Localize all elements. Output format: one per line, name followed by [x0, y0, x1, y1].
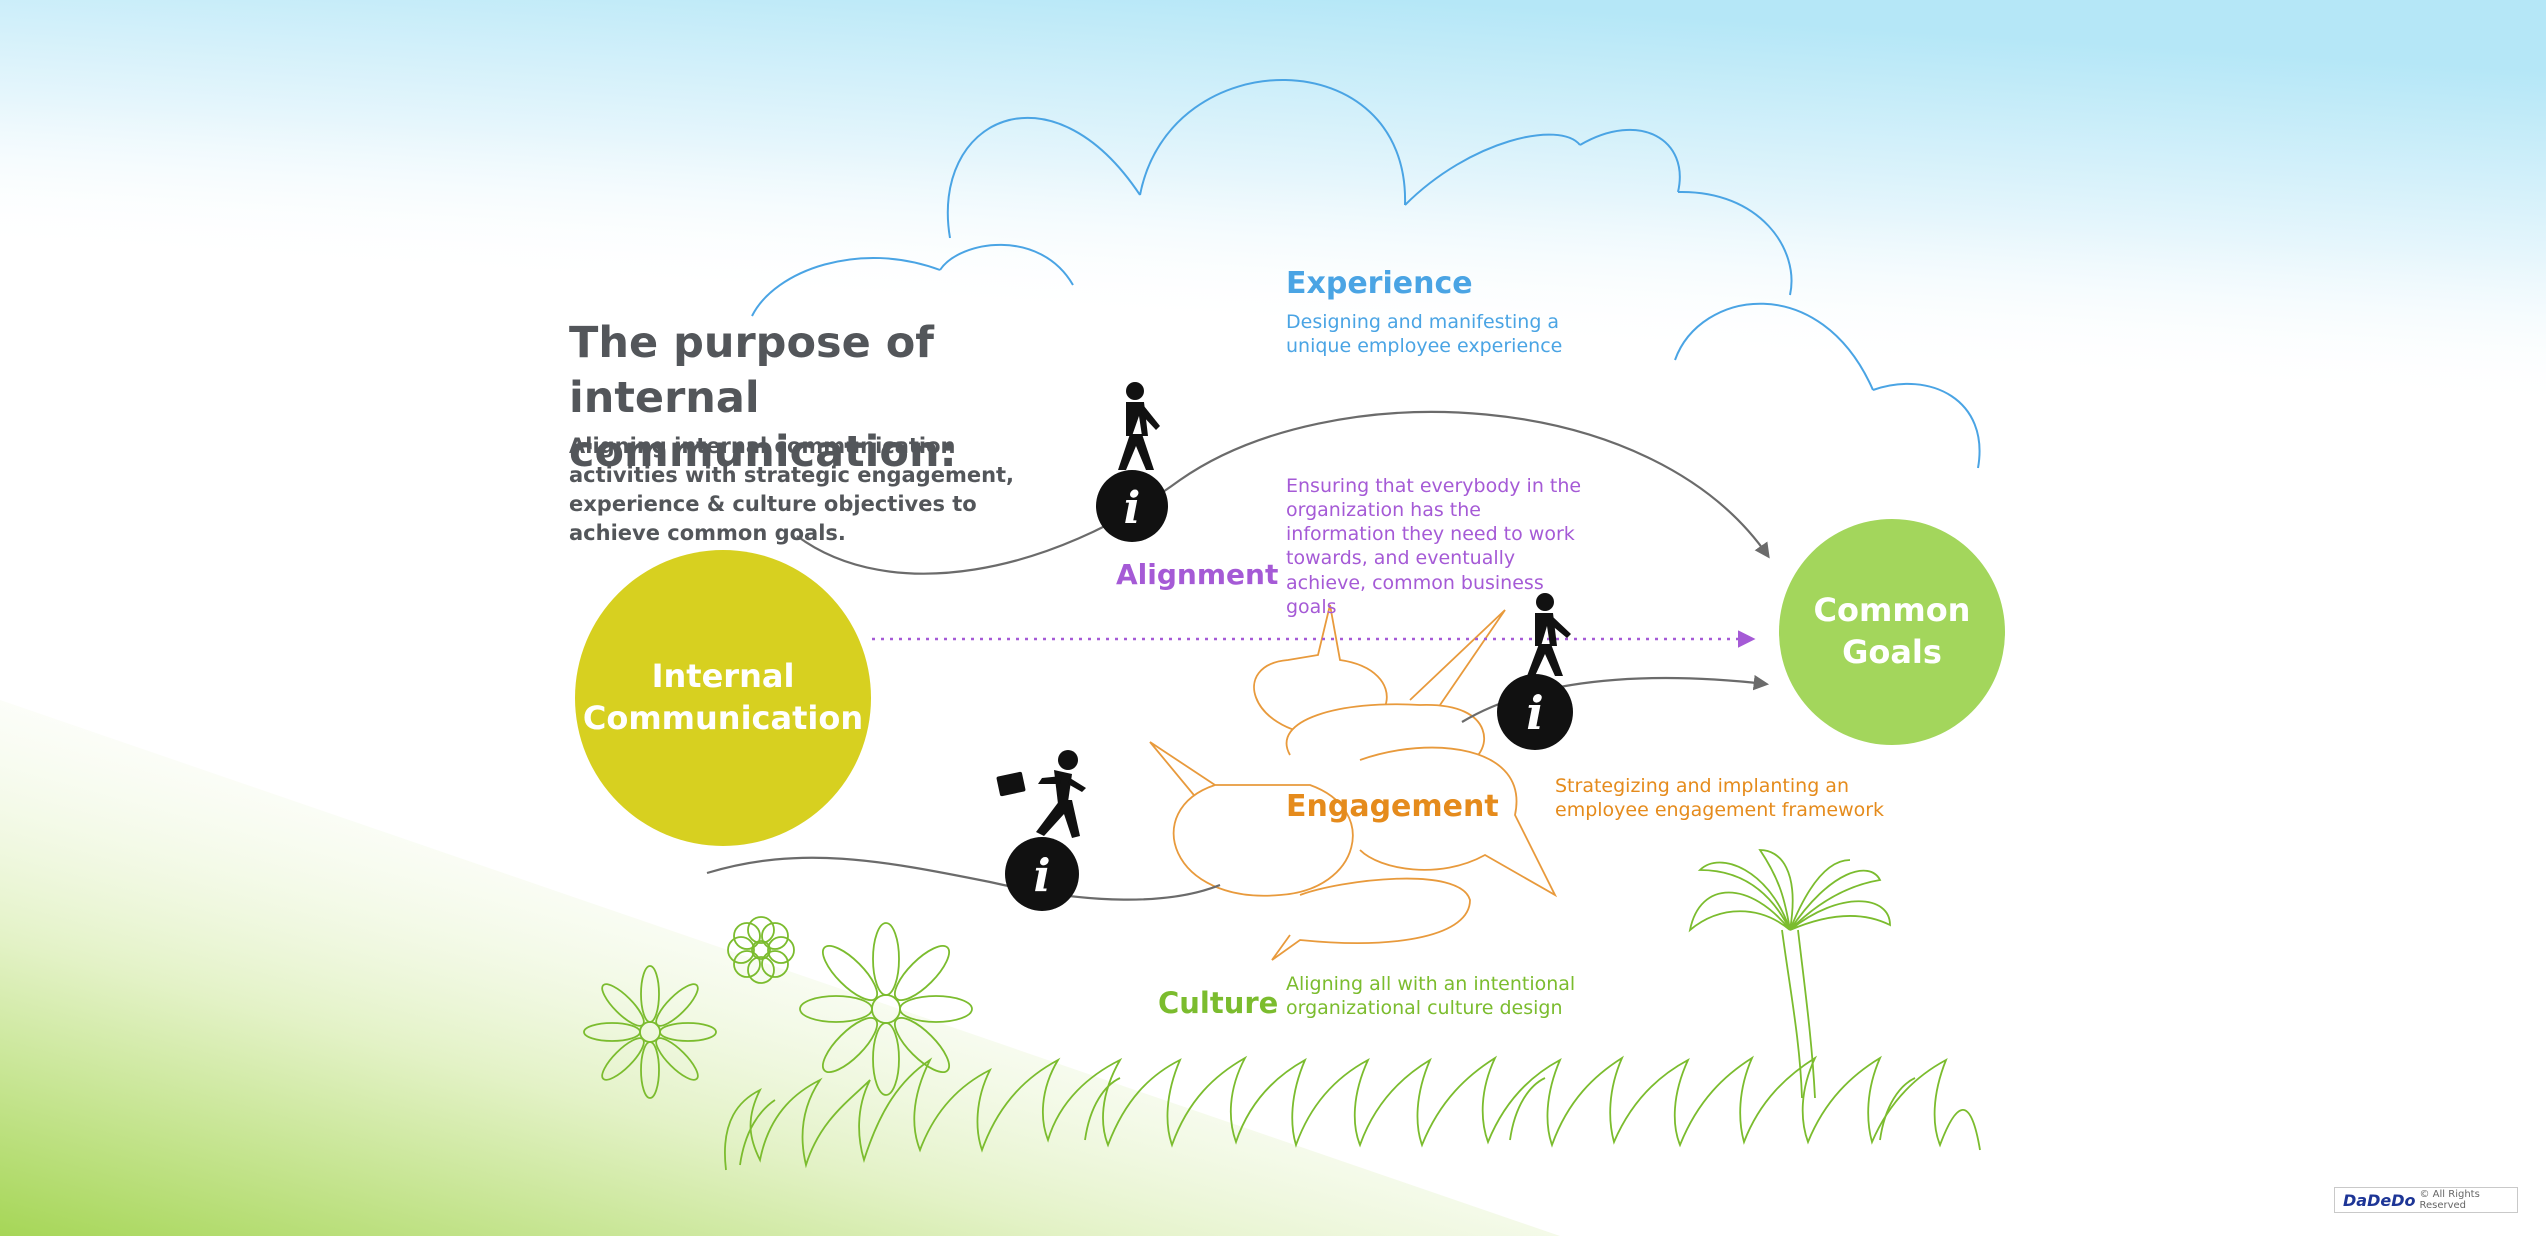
svg-text:i: i	[1124, 483, 1141, 534]
running-businessman-on-info-ball-icon: i	[996, 750, 1086, 911]
flowers-icon	[583, 916, 973, 1099]
experience-flow-arrow	[796, 410, 1770, 575]
engagement-flow-arrow	[1461, 674, 1770, 723]
culture-description: Aligning all with an intentional organiz…	[1286, 973, 1576, 1020]
copyright-footer: DaDeDo © All Rights Reserved	[2334, 1187, 2518, 1213]
grass-icon	[724, 1055, 1981, 1171]
experience-description: Designing and manifesting a unique emplo…	[1286, 311, 1563, 358]
svg-text:i: i	[1526, 686, 1543, 740]
page-title: The purpose of internal communication:	[569, 318, 957, 478]
walking-man-on-info-ball-icon: i	[1497, 593, 1573, 750]
culture-heading: Culture	[1158, 986, 1279, 1020]
svg-text:i: i	[1033, 849, 1050, 902]
speech-bubbles-icon	[1149, 604, 1558, 961]
internal-communication-node: Internal Communication	[575, 550, 871, 846]
brand-logo: DaDeDo	[2343, 1190, 2416, 1210]
culture-flow-curve	[706, 856, 1221, 901]
alignment-heading: Alignment	[1116, 558, 1279, 591]
page-subtitle: Aligning internal communication activiti…	[569, 434, 1015, 545]
common-goals-node: Common Goals	[1779, 519, 2005, 745]
alignment-description: Ensuring that everybody in the organizat…	[1286, 475, 1582, 618]
palm-tree-icon	[1688, 849, 1891, 1099]
engagement-description: Strategizing and implanting an employee …	[1555, 775, 1885, 822]
engagement-heading: Engagement	[1286, 789, 1499, 824]
cloud-icon	[751, 79, 1981, 469]
experience-heading: Experience	[1286, 266, 1473, 301]
rights-text: © All Rights Reserved	[2419, 1189, 2480, 1211]
walking-man-on-info-ball-icon: i	[1096, 382, 1168, 542]
